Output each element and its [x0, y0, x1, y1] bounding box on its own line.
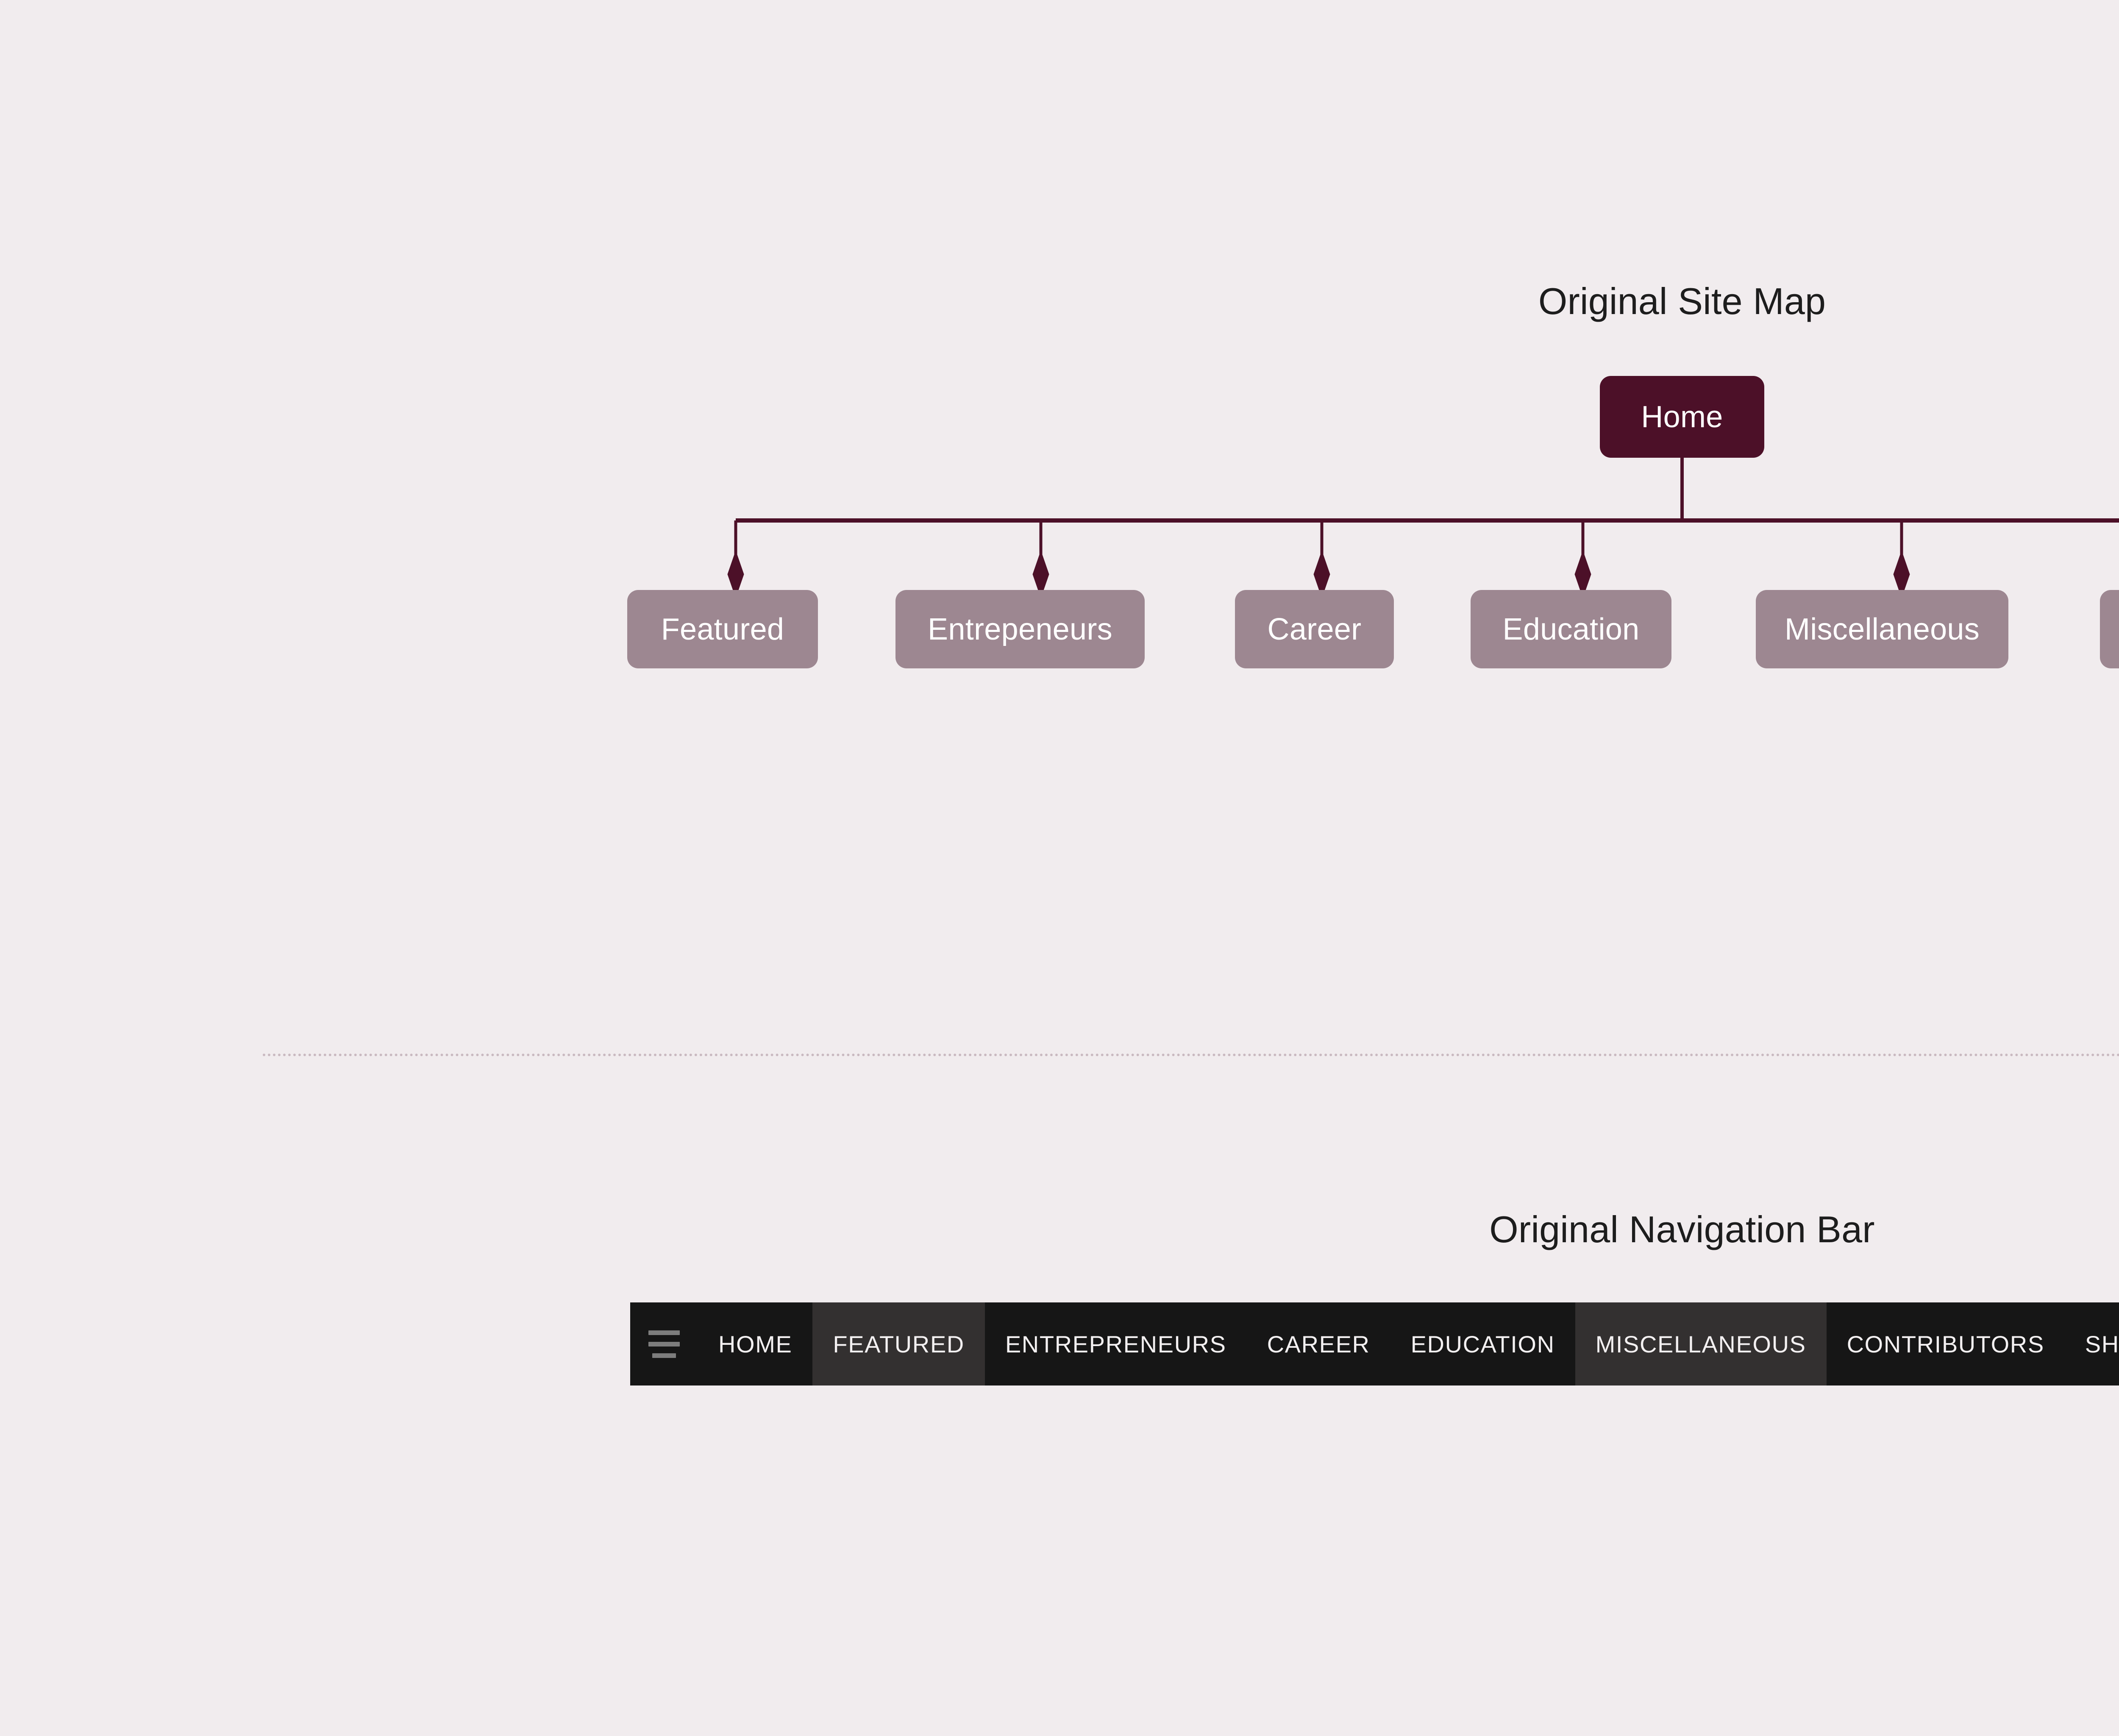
nav-item-home-label: HOME	[718, 1330, 793, 1358]
nav-item-shop-label: SHOP	[2085, 1330, 2119, 1358]
sitemap-connectors	[727, 458, 2119, 598]
nav-item-shop[interactable]: SHOP	[2065, 1302, 2119, 1385]
nav-item-miscellaneous[interactable]: MISCELLANEOUS	[1575, 1302, 1827, 1385]
sitemap-node-miscellaneous[interactable]: Miscellaneous	[1756, 590, 2008, 668]
sitemap-node-featured-label: Featured	[661, 612, 784, 646]
nav-item-featured[interactable]: FEATURED	[812, 1302, 985, 1385]
hamburger-bar-2	[648, 1341, 680, 1347]
nav-item-featured-label: FEATURED	[833, 1330, 965, 1358]
nav-item-entrepreneurs[interactable]: ENTREPRENEURS	[985, 1302, 1247, 1385]
sitemap-node-entrepeneurs[interactable]: Entrepeneurs	[895, 590, 1145, 668]
section-divider	[263, 1054, 2119, 1056]
sitemap-node-contributors[interactable]: Contributors	[2100, 590, 2119, 668]
navigation-bar: HOME FEATURED ENTREPRENEURS CAREER EDUCA…	[630, 1302, 2119, 1385]
sitemap-node-home-label: Home	[1641, 400, 1723, 434]
sitemap-node-miscellaneous-label: Miscellaneous	[1784, 612, 1980, 646]
sitemap-node-featured[interactable]: Featured	[627, 590, 818, 668]
nav-item-contributors-label: CONTRIBUTORS	[1846, 1330, 2044, 1358]
sitemap-diagram: Home Featured Entrepeneurs Career Educat…	[627, 376, 2119, 668]
nav-item-miscellaneous-label: MISCELLANEOUS	[1595, 1330, 1806, 1358]
nav-item-contributors[interactable]: CONTRIBUTORS	[1827, 1302, 2065, 1385]
nav-item-education-label: EDUCATION	[1410, 1330, 1555, 1358]
sitemap-node-education[interactable]: Education	[1471, 590, 1671, 668]
nav-item-career-label: CAREER	[1267, 1330, 1370, 1358]
sitemap-node-career-label: Career	[1267, 612, 1362, 646]
sitemap-section-title: Original Site Map	[1538, 280, 1826, 322]
sitemap-node-entrepeneurs-label: Entrepeneurs	[928, 612, 1112, 646]
sitemap-node-home[interactable]: Home	[1600, 376, 1764, 458]
hamburger-icon[interactable]	[630, 1302, 698, 1385]
nav-item-career[interactable]: CAREER	[1247, 1302, 1390, 1385]
sitemap-node-education-label: Education	[1502, 612, 1640, 646]
hamburger-bar-1	[648, 1330, 680, 1335]
nav-item-education[interactable]: EDUCATION	[1390, 1302, 1575, 1385]
nav-item-entrepreneurs-label: ENTREPRENEURS	[1005, 1330, 1226, 1358]
nav-item-home[interactable]: HOME	[698, 1302, 812, 1385]
sitemap-node-career[interactable]: Career	[1235, 590, 1394, 668]
navbar-section-title: Original Navigation Bar	[1489, 1208, 1875, 1250]
hamburger-bar-3	[652, 1353, 676, 1358]
